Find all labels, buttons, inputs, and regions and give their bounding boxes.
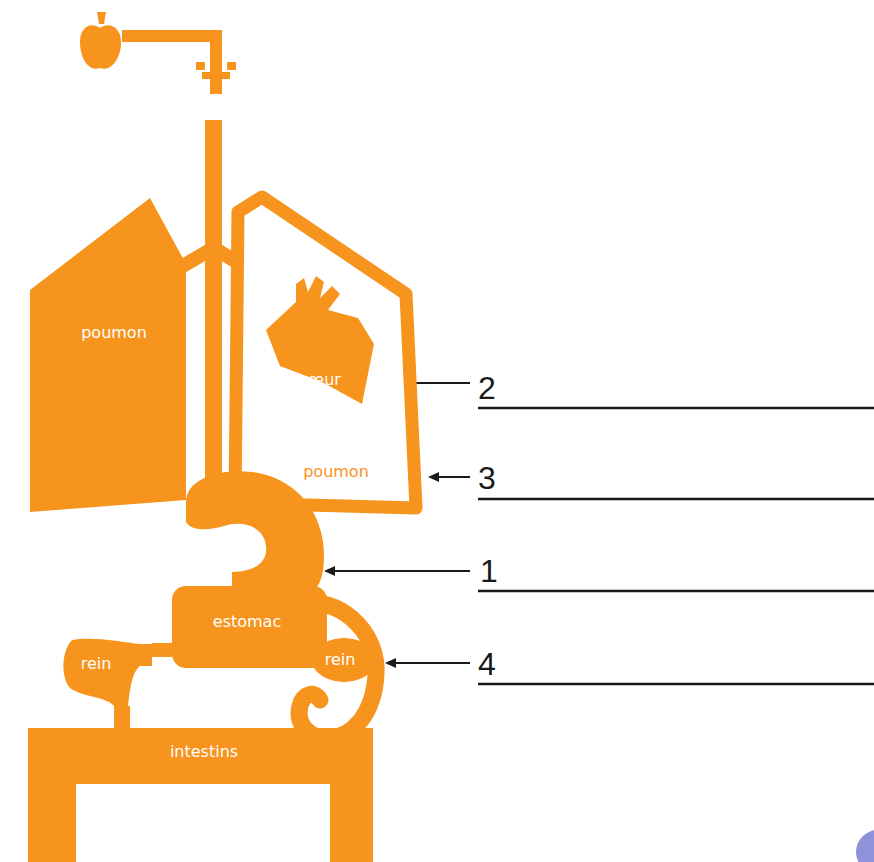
callout-number: 2 <box>478 372 496 404</box>
organ-label: poumon <box>303 462 369 481</box>
organ-label: intestins <box>170 742 238 761</box>
answer-line <box>478 590 874 593</box>
organ-label: cœur <box>299 370 341 389</box>
kidney-loop <box>288 596 388 746</box>
apple <box>80 25 121 68</box>
pipe-joint <box>227 62 236 70</box>
apple-leaf <box>97 12 106 24</box>
organ-node: cœur <box>262 270 377 405</box>
leader-line <box>393 662 470 664</box>
arrow-head <box>385 658 396 668</box>
arrow-head <box>428 472 439 482</box>
answer-line <box>478 407 874 410</box>
organ-label: estomac <box>213 612 281 631</box>
stomach-shape <box>172 468 327 668</box>
arrow-head <box>324 566 335 576</box>
answer-line <box>478 683 874 686</box>
organ-node: rein <box>62 636 152 706</box>
organ-duct <box>152 643 172 657</box>
organ-node: estomac <box>172 468 327 668</box>
organ-node: intestins <box>28 728 373 862</box>
callout-number: 3 <box>478 462 496 494</box>
leader-line <box>332 570 470 572</box>
answer-line <box>478 498 874 501</box>
food-pipe <box>122 30 222 42</box>
pipe-joint <box>202 72 230 79</box>
callout-number: 4 <box>478 648 496 680</box>
organ-duct <box>114 706 130 728</box>
organ-node: rein <box>288 596 388 746</box>
organ-node: poumon <box>28 196 188 512</box>
organ-label: rein <box>81 654 112 673</box>
pipe-joint <box>196 62 205 70</box>
organ-label: rein <box>325 650 356 669</box>
leader-line <box>436 476 470 478</box>
food-pipe <box>210 30 222 60</box>
callout-number: 1 <box>480 555 498 587</box>
organ-node: poumon cœur <box>228 190 428 520</box>
organ-label: poumon <box>81 323 147 342</box>
page-marker <box>856 830 874 862</box>
lung-shape <box>28 196 188 512</box>
trachea <box>205 120 222 492</box>
